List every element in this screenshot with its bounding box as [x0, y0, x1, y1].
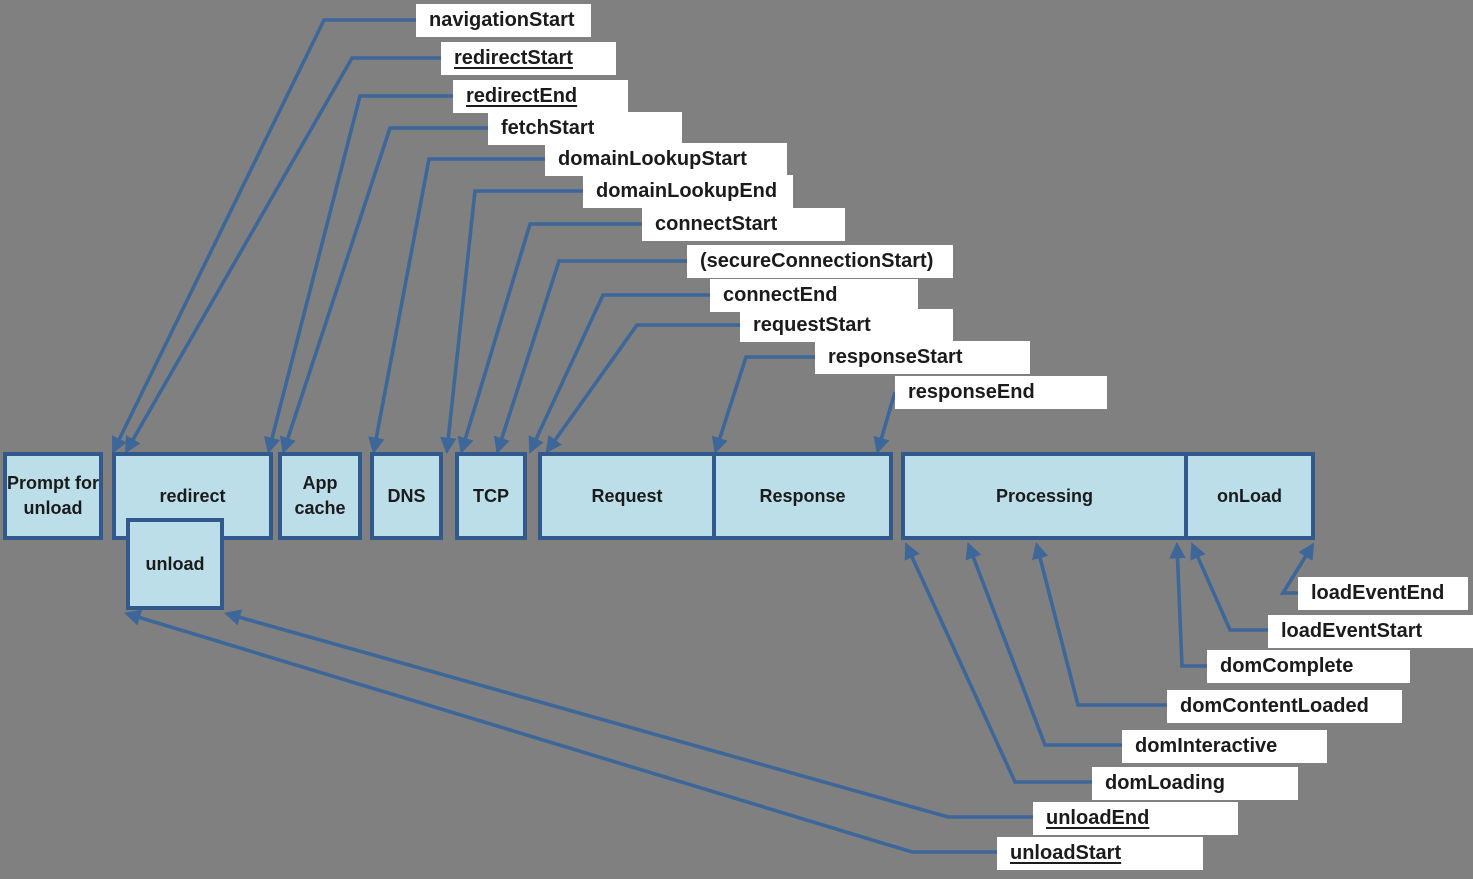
event-label-navigationStart: navigationStart	[416, 4, 591, 37]
timeline-box-onload: onLoad	[1188, 452, 1315, 540]
connector-unloadStart-arrow	[124, 609, 997, 854]
event-label-responseEnd: responseEnd	[895, 376, 1107, 409]
timeline-box-app-cache: App cache	[278, 452, 362, 540]
event-label-unloadEnd: unloadEnd	[1033, 802, 1238, 835]
timeline-box-dns: DNS	[370, 452, 443, 540]
event-label-domInteractive: domInteractive	[1122, 730, 1327, 763]
connector-domainLookupEnd-arrow	[440, 189, 583, 455]
event-label-loadEventStart: loadEventStart	[1268, 615, 1473, 648]
event-label-domLoading: domLoading	[1092, 767, 1298, 800]
connector-redirectStart-arrow	[124, 56, 441, 454]
connector-loadEventStart-arrow	[1190, 542, 1268, 632]
timeline-box-request: Request	[538, 452, 716, 540]
connector-connectEnd-arrow	[528, 293, 710, 454]
connector-responseStart-arrow	[711, 355, 815, 454]
event-label-unloadStart: unloadStart	[997, 837, 1203, 870]
connector-connectStart-arrow	[457, 222, 642, 454]
connector-domInteractive-arrow	[965, 542, 1122, 747]
connector-domainLookupStart-arrow	[368, 157, 545, 455]
event-label-responseStart: responseStart	[815, 341, 1030, 374]
connector-domLoading-arrow	[904, 542, 1092, 784]
timeline-box-unload: unload	[126, 518, 224, 610]
event-label-redirectStart: redirectStart	[441, 42, 616, 75]
event-label-domContentLoaded: domContentLoaded	[1167, 690, 1402, 723]
event-label-connectStart: connectStart	[642, 208, 845, 241]
event-label-domComplete: domComplete	[1207, 650, 1410, 683]
connector-fetchStart-arrow	[280, 126, 488, 454]
event-label-domainLookupStart: domainLookupStart	[545, 143, 787, 176]
event-label-redirectEnd: redirectEnd	[453, 80, 628, 113]
event-label-connectEnd: connectEnd	[710, 279, 918, 312]
connector-unloadEnd-arrow	[224, 609, 1033, 819]
timeline-box-response: Response	[716, 452, 893, 540]
connector-secureConnectionStart-arrow	[493, 259, 687, 454]
timeline-box-prompt-for-unload: Prompt for unload	[3, 452, 103, 540]
timeline-box-processing: Processing	[901, 452, 1188, 540]
event-label-secureConnectionStart: (secureConnectionStart)	[687, 245, 953, 278]
connector-navigationStart-arrow	[112, 18, 416, 454]
event-label-fetchStart: fetchStart	[488, 112, 682, 145]
event-label-loadEventEnd: loadEventEnd	[1298, 577, 1468, 610]
connector-redirectEnd-arrow	[264, 94, 453, 455]
timeline-box-tcp: TCP	[455, 452, 527, 540]
connector-requestStart-arrow	[545, 323, 740, 454]
connector-domContentLoaded-arrow	[1032, 541, 1167, 707]
connector-loadEventEnd-arrow	[1279, 542, 1315, 595]
event-label-domainLookupEnd: domainLookupEnd	[583, 175, 793, 208]
connector-domComplete-arrow	[1169, 541, 1207, 668]
event-label-requestStart: requestStart	[740, 309, 953, 342]
connector-responseEnd-arrow	[873, 391, 897, 454]
